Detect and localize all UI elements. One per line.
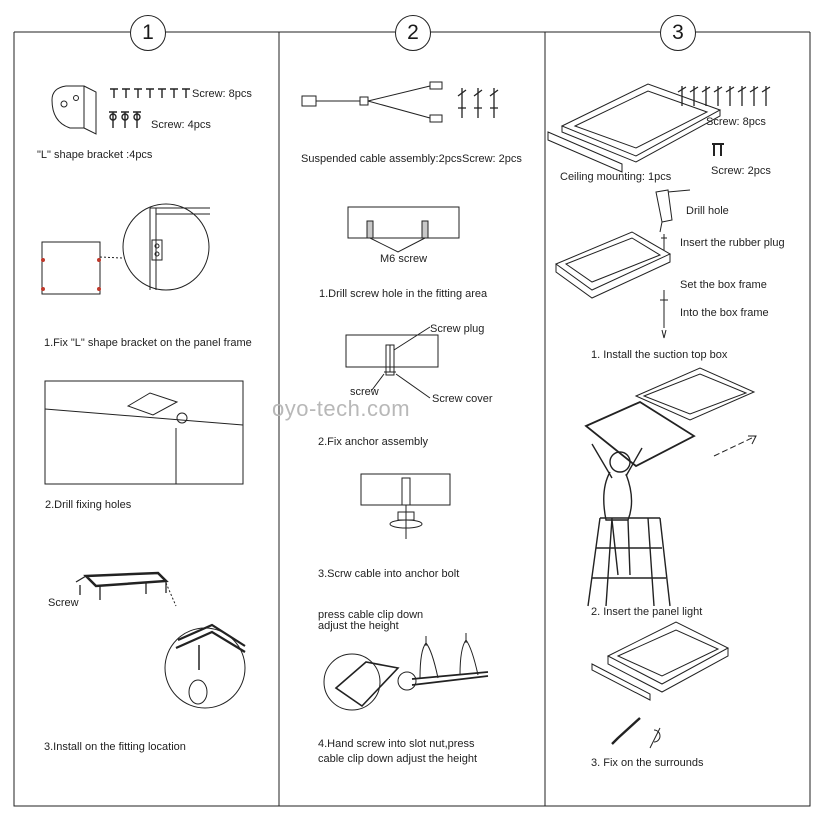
col2-step-4-line-1: 4.Hand screw into slot nut,press	[318, 738, 475, 750]
step-number-3: 3	[660, 15, 696, 51]
col3-step-2: 2. Insert the panel light	[591, 606, 703, 618]
column-frame	[13, 31, 811, 807]
col1-step-2: 2.Drill fixing holes	[45, 499, 132, 511]
col2-step-2: 2.Fix anchor assembly	[318, 436, 429, 448]
panel-insert-drawing	[584, 367, 757, 468]
watermark: oyo-tech.com	[272, 396, 411, 421]
ceiling-block-3	[360, 473, 451, 506]
col2-cover-callout: Screw cover	[432, 393, 493, 405]
col2-clip-callout-1: press cable clip down	[318, 609, 424, 621]
col2-cable-label: Suspended cable assembly:2pcs	[301, 153, 462, 165]
panel-square	[41, 241, 101, 295]
col3-drill-callout: Drill hole	[686, 205, 729, 217]
col2-step-4-line-2: cable clip down adjust the height	[318, 753, 477, 765]
bracket-zoom-circle	[122, 203, 210, 291]
l-bracket-drawing	[51, 85, 97, 135]
col2-step-3: 3.Scrw cable into anchor bolt	[318, 568, 460, 580]
box-frame-drawing	[554, 231, 672, 299]
col3-screw-b-label: Screw: 2pcs	[711, 165, 771, 177]
ceiling-block-2	[345, 334, 439, 368]
surround-frame-drawing	[591, 621, 730, 701]
step-number-1: 1	[130, 15, 166, 51]
col1-step-3: 3.Install on the fitting location	[44, 741, 186, 753]
col2-plug-callout: Screw plug	[430, 323, 485, 335]
col1-screw-callout: Screw	[48, 597, 79, 609]
col3-step-1: 1. Install the suction top box	[591, 349, 728, 361]
col2-clip-callout-2: adjust the height	[318, 620, 399, 632]
fixing-plate	[126, 392, 179, 416]
ceiling-block-1	[347, 206, 460, 239]
col3-step-3: 3. Fix on the surrounds	[591, 757, 704, 769]
screws-col2	[457, 88, 499, 118]
col2-screw-label: Screw: 2pcs	[462, 153, 522, 165]
col3-plug-callout: Insert the rubber plug	[680, 237, 785, 249]
col1-screw-a-label: Screw: 8pcs	[192, 88, 252, 100]
col3-into-callout: Into the box frame	[680, 307, 769, 319]
ceiling-box	[44, 380, 244, 485]
col3-frame-callout: Set the box frame	[680, 279, 767, 291]
col2-m6-callout: M6 screw	[380, 253, 428, 265]
step-number-2: 2	[395, 15, 431, 51]
col3-screw-a-label: Screw: 8pcs	[706, 116, 766, 128]
col1-bracket-label: "L" shape bracket :4pcs	[37, 149, 153, 161]
col2-screw-callout: screw	[350, 386, 379, 398]
screws-col3	[677, 86, 771, 156]
ceiling-frame-drawing	[547, 83, 722, 173]
col3-mounting-label: Ceiling mounting: 1pcs	[560, 171, 672, 183]
col1-step-1: 1.Fix "L" shape bracket on the panel fra…	[44, 337, 252, 349]
col1-screw-b-label: Screw: 4pcs	[151, 119, 211, 131]
install-zoom-circle	[164, 627, 246, 709]
cable-assembly-drawing	[301, 81, 443, 123]
col2-step-1: 1.Drill screw hole in the fitting area	[319, 288, 488, 300]
ladder-drawing	[587, 517, 671, 607]
screws-col1	[109, 88, 190, 128]
